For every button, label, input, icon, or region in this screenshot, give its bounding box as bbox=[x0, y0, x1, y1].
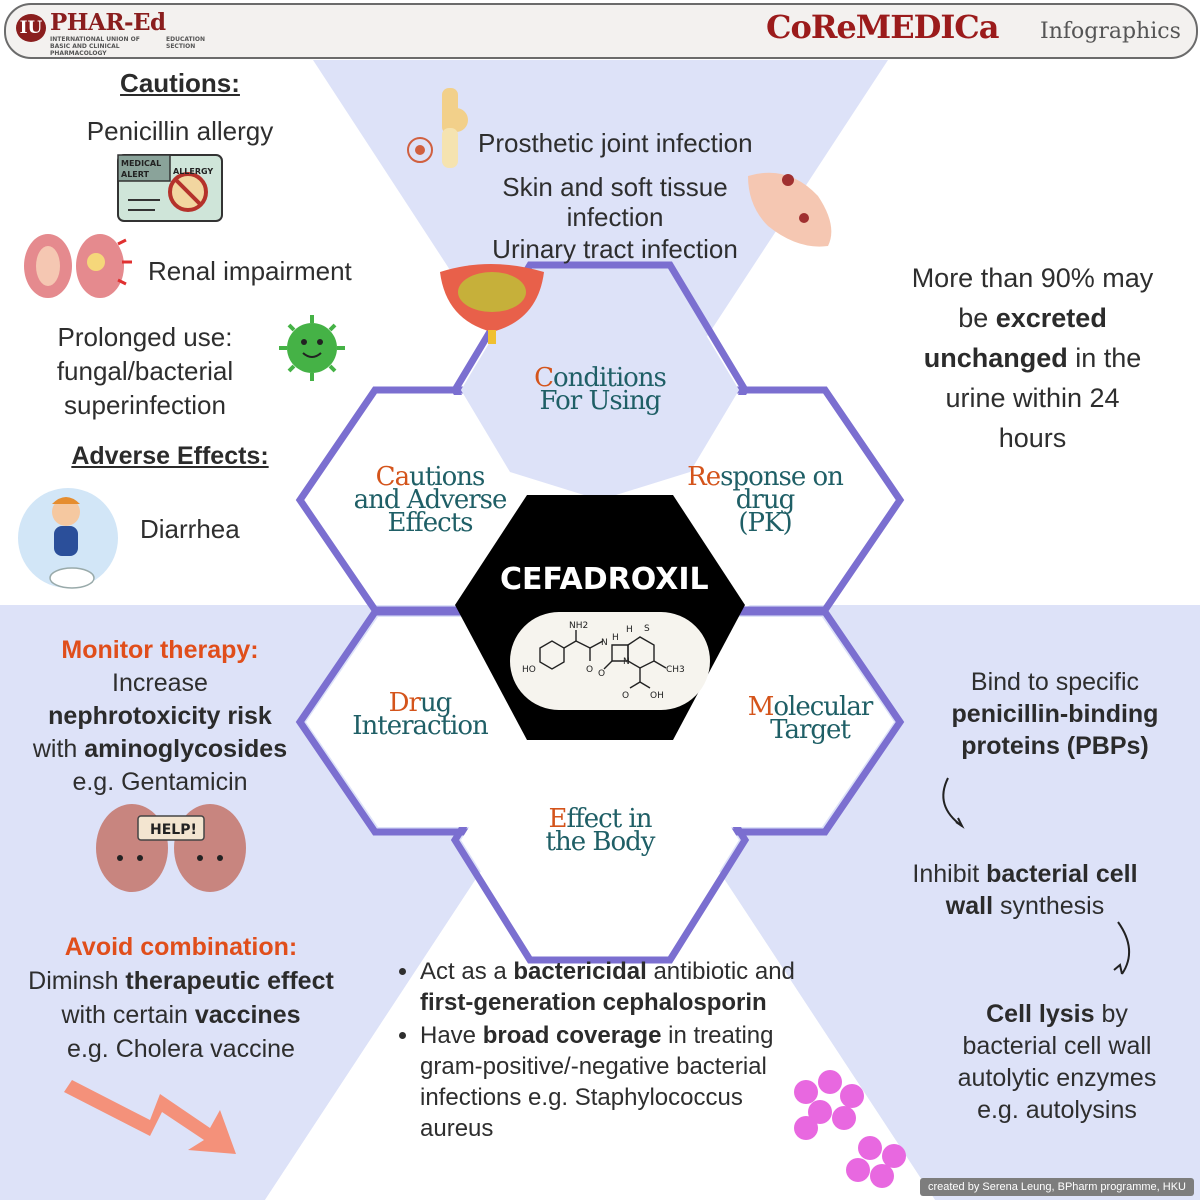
virus-icon bbox=[279, 315, 345, 381]
bladder-icon bbox=[440, 264, 544, 344]
condition-prosthetic-joint: Prosthetic joint infection bbox=[478, 128, 753, 158]
allergy-card-icon: MEDICAL ALERT ALLERGY bbox=[117, 154, 223, 222]
iuphar-logo-section: EDUCATION SECTION bbox=[166, 36, 205, 50]
coremedica-brand: CoReMEDICa bbox=[766, 8, 999, 46]
struct-n1: N bbox=[601, 638, 608, 648]
effect-bullets: Act as a bactericidal antibiotic and fir… bbox=[398, 956, 818, 1146]
monitor-therapy-block: Monitor therapy: Increase nephrotoxicity… bbox=[32, 636, 288, 796]
caution-renal-impairment: Renal impairment bbox=[148, 256, 352, 286]
brand-subtitle: Infographics bbox=[1040, 19, 1181, 44]
iuphar-logo-subtitle: INTERNATIONAL UNION OF BASIC AND CLINICA… bbox=[50, 36, 140, 57]
kidney-pain-icon bbox=[24, 234, 132, 298]
caution-prolonged-use: Prolonged use: fungal/bacterial superinf… bbox=[56, 322, 234, 420]
svg-text:MEDICAL: MEDICAL bbox=[121, 159, 161, 168]
bacteria-cluster-icon bbox=[794, 1070, 906, 1188]
struct-s: S bbox=[644, 624, 650, 634]
skin-hand-icon bbox=[748, 172, 832, 247]
struct-ho: HO bbox=[522, 665, 536, 675]
hex-label-drug-interaction[interactable]: Drug Interaction bbox=[352, 688, 489, 741]
struct-o2: O bbox=[598, 669, 605, 679]
credit-footer: created by Serena Leung, BPharm programm… bbox=[919, 1178, 1194, 1196]
moa-step-bind: Bind to specific penicillin-binding prot… bbox=[951, 668, 1159, 760]
structure-card bbox=[510, 612, 710, 710]
hex-label-molecular[interactable]: Molecular Target bbox=[747, 692, 874, 745]
hex-label-response[interactable]: Response on drug (PK) bbox=[687, 462, 844, 538]
header-bar: IU PHAR-Ed INTERNATIONAL UNION OF BASIC … bbox=[4, 3, 1198, 59]
hex-label-effect[interactable]: Effect in the Body bbox=[545, 804, 656, 857]
cautions-heading: Cautions: bbox=[120, 68, 240, 98]
diarrhea-child-icon bbox=[18, 488, 118, 589]
moa-step-lysis: Cell lysis by bacterial cell wall autoly… bbox=[957, 1000, 1157, 1124]
help-kidneys-icon: HELP! bbox=[96, 804, 246, 892]
avoid-combination-block: Avoid combination: Diminsh therapeutic e… bbox=[28, 933, 334, 1063]
drug-name-title: CEFADROXIL bbox=[500, 562, 709, 597]
iuphar-logo-name: PHAR-Ed bbox=[50, 9, 166, 36]
condition-urinary-tract: Urinary tract infection bbox=[492, 234, 738, 264]
condition-skin-soft-tissue: Skin and soft tissue infection bbox=[502, 172, 728, 232]
effect-bullet-coverage: Have broad coverage in treating gram-pos… bbox=[420, 1020, 818, 1144]
effect-bullet-bactericidal: Act as a bactericidal antibiotic and fir… bbox=[420, 956, 818, 1018]
struct-o1: O bbox=[586, 665, 593, 675]
hex-label-conditions[interactable]: Conditions For Using bbox=[534, 363, 667, 416]
hex-label-cautions[interactable]: Cautions and Adverse Effects bbox=[353, 462, 508, 538]
struct-ch3: CH3 bbox=[666, 665, 685, 675]
struct-nh2: NH2 bbox=[569, 621, 588, 631]
svg-text:ALERT: ALERT bbox=[121, 170, 150, 179]
help-sign-text: HELP! bbox=[150, 822, 197, 838]
down-trend-arrow-icon bbox=[64, 1080, 236, 1154]
iuphar-logo-mark: IU bbox=[16, 14, 46, 42]
moa-step-inhibit: Inhibit bacterial cell wall synthesis bbox=[912, 860, 1138, 920]
struct-oh: OH bbox=[650, 691, 664, 701]
struct-h1: H bbox=[626, 625, 633, 635]
adverse-effect-diarrhea: Diarrhea bbox=[140, 514, 240, 544]
struct-h2: H bbox=[612, 633, 619, 643]
adverse-effects-heading: Adverse Effects: bbox=[71, 442, 269, 470]
svg-text:ALLERGY: ALLERGY bbox=[173, 167, 213, 176]
caution-penicillin-allergy: Penicillin allergy bbox=[86, 116, 274, 146]
knee-joint-icon bbox=[407, 88, 468, 168]
struct-o3: O bbox=[622, 691, 629, 701]
struct-n2: N bbox=[623, 657, 630, 667]
arrow-2 bbox=[1117, 921, 1130, 975]
pk-excretion-text: More than 90% may be excreted unchanged … bbox=[911, 263, 1154, 453]
